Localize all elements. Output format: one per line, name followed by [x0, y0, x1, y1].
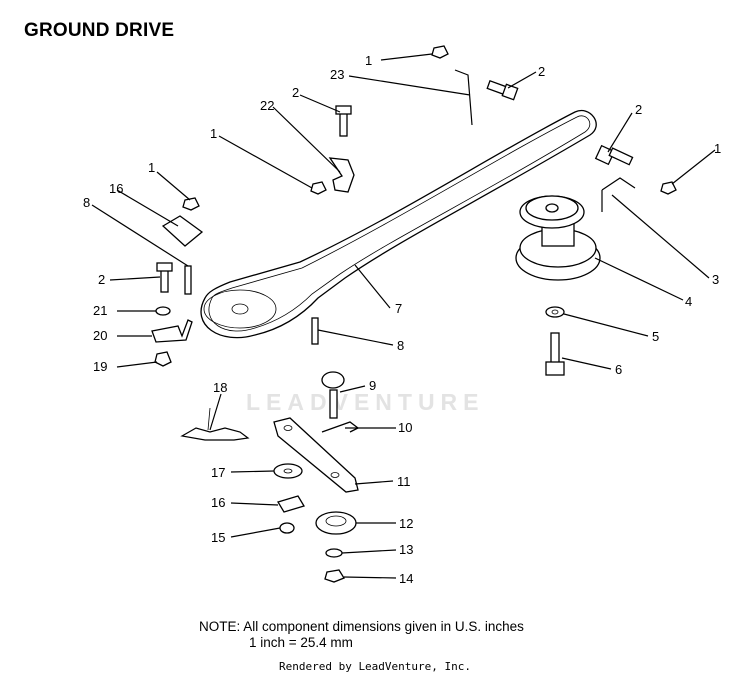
hardware-bolt [156, 79, 634, 345]
callout-label: 20 [93, 328, 107, 343]
hardware-nut [154, 45, 677, 367]
callout-label: 23 [330, 67, 344, 82]
callout-label: 2 [292, 85, 299, 100]
callout-label: 18 [213, 380, 227, 395]
callout-label: 1 [210, 126, 217, 141]
callout-label: 5 [652, 329, 659, 344]
spring [180, 407, 250, 441]
callout-label: 9 [369, 378, 376, 393]
spindle-pulley [515, 195, 601, 281]
callout-label: 13 [399, 542, 413, 557]
callout-labels: 1 23 2 22 2 1 2 1 16 1 8 2 21 20 19 7 8 … [83, 53, 721, 586]
callout-label: 7 [395, 301, 402, 316]
drive-pulley [203, 289, 277, 329]
rod [454, 69, 636, 212]
callout-label: 6 [615, 362, 622, 377]
callout-label: 16 [211, 495, 225, 510]
page-title: GROUND DRIVE [24, 20, 175, 41]
callout-label: 2 [635, 102, 642, 117]
callout-label: 8 [83, 195, 90, 210]
callout-label: 12 [399, 516, 413, 531]
dimension-note: NOTE: All component dimensions given in … [199, 619, 524, 634]
drive-belt [200, 109, 597, 339]
idler-arm [273, 371, 360, 493]
callout-label: 10 [398, 420, 412, 435]
callout-label: 14 [399, 571, 413, 586]
callout-label: 1 [148, 160, 155, 175]
callout-label: 11 [397, 474, 411, 489]
washer [155, 306, 171, 316]
callout-label: 2 [538, 64, 545, 79]
spindle-bolt [545, 332, 565, 376]
conversion-note: 1 inch = 25.4 mm [249, 635, 353, 650]
callout-label: 8 [397, 338, 404, 353]
callout-label: 4 [685, 294, 692, 309]
bracket [328, 157, 355, 193]
callout-label: 16 [109, 181, 123, 196]
render-credit: Rendered by LeadVenture, Inc. [278, 660, 472, 673]
callout-label: 21 [93, 303, 107, 318]
callout-label: 2 [98, 272, 105, 287]
callout-label: 15 [211, 530, 225, 545]
callout-label: 22 [260, 98, 274, 113]
callout-label: 1 [365, 53, 372, 68]
bracket-angle [151, 319, 193, 343]
callout-label: 17 [211, 465, 225, 480]
leader-lines [91, 53, 716, 579]
spindle-washer [545, 306, 565, 318]
callout-label: 19 [93, 359, 107, 374]
callout-label: 3 [712, 272, 719, 287]
callout-label: 1 [714, 141, 721, 156]
watermark-text: LEADVENTURE [246, 389, 485, 415]
